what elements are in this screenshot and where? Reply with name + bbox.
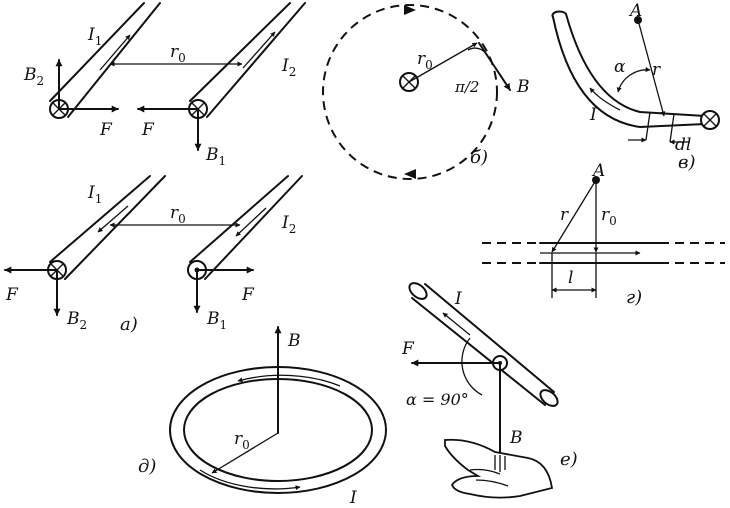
label-b: B: [516, 77, 530, 97]
label-b1: B1: [205, 145, 226, 168]
radius-arrow: [211, 432, 279, 474]
label-force-right: F: [141, 120, 155, 140]
label-angle: π/2: [454, 78, 479, 96]
wire-left-edge: [67, 2, 161, 118]
right-hand-illustration: [444, 438, 554, 499]
label-force-right: F: [241, 285, 255, 305]
label-i2: I2: [281, 213, 296, 236]
label-alpha: α: [614, 57, 626, 77]
label-i2: I2: [281, 56, 296, 79]
label-a: A: [628, 1, 642, 21]
panel-e: I F α = 90° B е): [401, 282, 578, 499]
current-arrow: [589, 87, 621, 111]
label-r0: r0: [601, 205, 617, 228]
current-arrow: [199, 469, 301, 491]
label-r: r: [652, 60, 661, 80]
angle-arc: [461, 337, 483, 396]
wire-right-edge: [206, 2, 306, 118]
curved-wire-outer: [552, 16, 706, 129]
wire-left-edge: [49, 175, 151, 263]
label-a: A: [591, 161, 605, 181]
panel-a-top: I1 I2 r0 B2 B1 F F: [23, 2, 306, 168]
wire-right-edge: [189, 2, 291, 102]
panel-b: r0 π/2 B б): [322, 4, 530, 180]
rod-edge: [424, 283, 555, 393]
label-i: I: [589, 105, 597, 125]
current-arrow: [442, 312, 471, 336]
wire-left-edge: [49, 2, 145, 102]
panel-v: A α r I dl в): [551, 1, 720, 173]
current-arrow: [235, 207, 267, 237]
current-arrow: [97, 205, 129, 233]
rod-edge: [411, 297, 546, 406]
label-i1: I1: [87, 183, 102, 206]
label-f: F: [401, 339, 415, 359]
field-line-circle: [322, 4, 498, 180]
vector-b: [478, 42, 511, 91]
current-arrow: [99, 34, 131, 71]
label-b2: B2: [23, 65, 44, 88]
label-b2: B2: [66, 309, 87, 332]
panel-a-bottom: I1 I2 r0 B2 B1 F F а): [4, 175, 303, 335]
label-i1: I1: [87, 25, 102, 48]
label-r0: r0: [417, 49, 433, 72]
wire-right-edge: [204, 175, 303, 280]
label-b1: B1: [206, 309, 227, 332]
label-b: B: [287, 331, 301, 351]
caption-a: а): [120, 314, 138, 335]
label-l: l: [568, 268, 573, 288]
label-r0: r0: [170, 42, 186, 65]
caption-g: г): [626, 287, 642, 308]
radius-r: [551, 179, 597, 253]
label-i: I: [349, 488, 357, 508]
panel-g: A r r0 l г): [482, 161, 725, 308]
wire-right-edge: [189, 175, 289, 263]
label-r0: r0: [170, 203, 186, 226]
wire-left-edge: [64, 175, 166, 280]
caption-e: е): [560, 449, 578, 470]
curved-wire-inner: [565, 13, 706, 117]
caption-v: в): [678, 152, 696, 173]
caption-b: б): [470, 147, 488, 168]
label-i: I: [454, 289, 462, 309]
radius-arrow: [637, 19, 666, 117]
label-dl: dl: [675, 135, 691, 155]
label-angle: α = 90°: [406, 390, 469, 409]
angle-arc: [616, 67, 651, 93]
caption-d: д): [138, 456, 156, 477]
radius-arrow: [408, 42, 478, 83]
current-arrow: [242, 31, 276, 69]
label-force-left: F: [5, 285, 19, 305]
label-b: B: [509, 428, 523, 448]
label-r0: r0: [234, 429, 250, 452]
label-r: r: [560, 205, 569, 225]
right-angle-arc: [467, 47, 489, 58]
current-arrow: [237, 374, 341, 387]
panel-d: B r0 I д): [138, 326, 387, 508]
label-force-left: F: [99, 120, 113, 140]
